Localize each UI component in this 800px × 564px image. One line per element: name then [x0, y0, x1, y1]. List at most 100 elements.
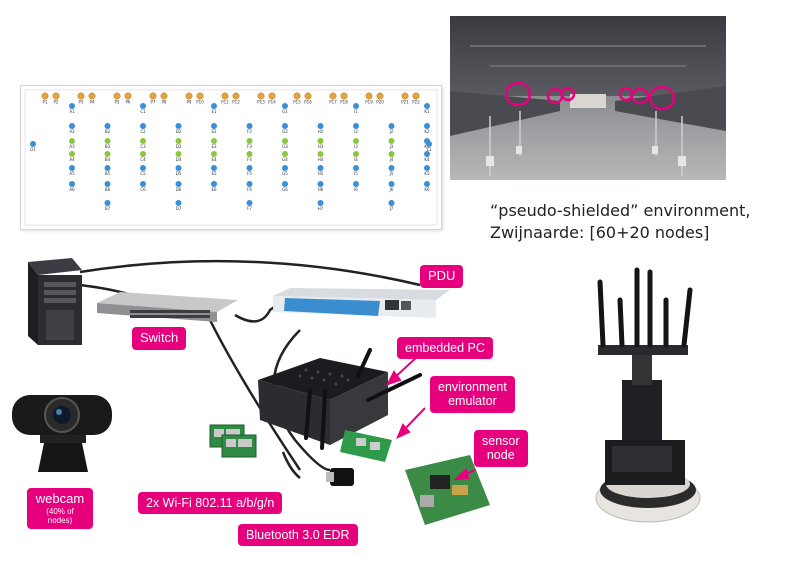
svg-text:P1: P1	[43, 100, 48, 105]
node-D3: D3	[175, 138, 182, 149]
bluetooth-dongle-icon	[326, 468, 354, 486]
node-A3: A3	[69, 138, 75, 149]
node-J4: J4	[388, 151, 395, 162]
svg-text:P3: P3	[79, 100, 84, 105]
svg-text:F5: F5	[247, 171, 252, 176]
sensor-node-label-line2: node	[486, 448, 515, 463]
svg-text:P14: P14	[268, 100, 276, 105]
node-top-P1: P1	[41, 92, 49, 105]
node-G4: G4	[282, 151, 288, 162]
node-A2: A2	[69, 123, 75, 134]
svg-text:J4: J4	[389, 157, 394, 162]
svg-text:O1: O1	[30, 147, 36, 152]
node-B5: B5	[104, 165, 111, 176]
svg-text:J5: J5	[389, 171, 394, 176]
svg-text:C6: C6	[140, 187, 146, 192]
svg-text:A3: A3	[69, 144, 75, 149]
cable-pdu-embedded	[272, 329, 331, 472]
svg-text:P11: P11	[221, 100, 229, 105]
node-E3: E3	[211, 138, 217, 149]
node-B6: B6	[104, 181, 111, 192]
node-top-P20: P20	[376, 92, 384, 105]
node-C4: C4	[140, 151, 146, 162]
environment-caption: “pseudo-shielded” environment, Zwijnaard…	[490, 200, 751, 244]
svg-text:P7: P7	[151, 100, 156, 105]
node-I5: I5	[353, 165, 359, 176]
node-F4: F4	[246, 151, 253, 162]
sensor-node-label-line1: sensor	[482, 434, 520, 448]
node-top-P10: P10	[196, 92, 204, 105]
svg-text:P4: P4	[90, 100, 95, 105]
svg-text:P9: P9	[187, 100, 192, 105]
node-H4: H4	[317, 151, 324, 162]
svg-text:C4: C4	[140, 157, 146, 162]
node-G6: G6	[282, 181, 288, 192]
node-C3: C3	[140, 138, 146, 149]
node-G2: G2	[282, 123, 288, 134]
node-top-P14: P14	[268, 92, 276, 105]
bluetooth-label: Bluetooth 3.0 EDR	[238, 524, 358, 547]
node-I2: I2	[353, 123, 359, 134]
svg-text:A4: A4	[69, 157, 75, 162]
svg-text:P12: P12	[232, 100, 240, 105]
svg-text:H2: H2	[318, 129, 324, 134]
svg-text:C1: C1	[140, 109, 146, 114]
svg-text:E3: E3	[211, 144, 217, 149]
node-H5: H5	[317, 165, 324, 176]
node-D5: D5	[175, 165, 182, 176]
switch-label: Switch	[132, 327, 187, 350]
node-top-P13: P13	[257, 92, 265, 105]
svg-text:P18: P18	[340, 100, 348, 105]
webcam-note-line1: (40% of	[46, 506, 74, 516]
svg-text:K1: K1	[424, 109, 430, 114]
svg-text:D6: D6	[176, 187, 182, 192]
environment-emulator-label-line1: environment	[438, 380, 507, 394]
node-D4: D4	[175, 151, 182, 162]
cable-embedded-usb	[281, 451, 301, 479]
svg-text:F4: F4	[247, 157, 252, 162]
node-I3: I3	[353, 138, 359, 149]
node-F7: F7	[246, 200, 253, 211]
svg-text:A6: A6	[69, 187, 75, 192]
svg-text:H6: H6	[318, 187, 324, 192]
node-top-P12: P12	[232, 92, 240, 105]
svg-text:B4: B4	[105, 157, 111, 162]
node-K2: K2	[424, 123, 430, 134]
node-H2: H2	[317, 123, 324, 134]
svg-text:D7: D7	[176, 206, 182, 211]
node-side-O1: O1	[30, 141, 36, 152]
node-K6: K6	[424, 181, 430, 192]
parking-garage-photo	[450, 16, 726, 180]
svg-text:L1: L1	[427, 147, 432, 152]
svg-text:I4: I4	[354, 157, 358, 162]
node-top-P7: P7	[149, 92, 157, 105]
node-J7: J7	[388, 200, 395, 211]
node-top-P16: P16	[304, 92, 312, 105]
svg-text:P13: P13	[257, 100, 265, 105]
svg-text:A1: A1	[69, 109, 75, 114]
node-top-P11: P11	[221, 92, 229, 105]
node-F3: F3	[246, 138, 253, 149]
svg-text:H5: H5	[318, 171, 324, 176]
svg-text:K5: K5	[424, 171, 430, 176]
svg-text:H7: H7	[318, 206, 324, 211]
svg-text:K4: K4	[424, 157, 430, 162]
node-E5: E5	[211, 165, 217, 176]
svg-text:P15: P15	[293, 100, 301, 105]
node-F2: F2	[246, 123, 253, 134]
node-I6: I6	[353, 181, 359, 192]
node-I4: I4	[353, 151, 359, 162]
svg-text:E1: E1	[211, 109, 217, 114]
svg-text:P5: P5	[115, 100, 120, 105]
node-top-P5: P5	[113, 92, 121, 105]
svg-text:F6: F6	[247, 187, 252, 192]
svg-text:J3: J3	[389, 144, 394, 149]
node-top-P15: P15	[293, 92, 301, 105]
svg-text:I2: I2	[354, 129, 358, 134]
webcam-icon	[12, 395, 112, 472]
node-top-P6: P6	[124, 92, 132, 105]
node-K5: K5	[424, 165, 430, 176]
node-E2: E2	[211, 123, 217, 134]
pdu-device-icon	[273, 288, 450, 318]
svg-text:P10: P10	[196, 100, 204, 105]
